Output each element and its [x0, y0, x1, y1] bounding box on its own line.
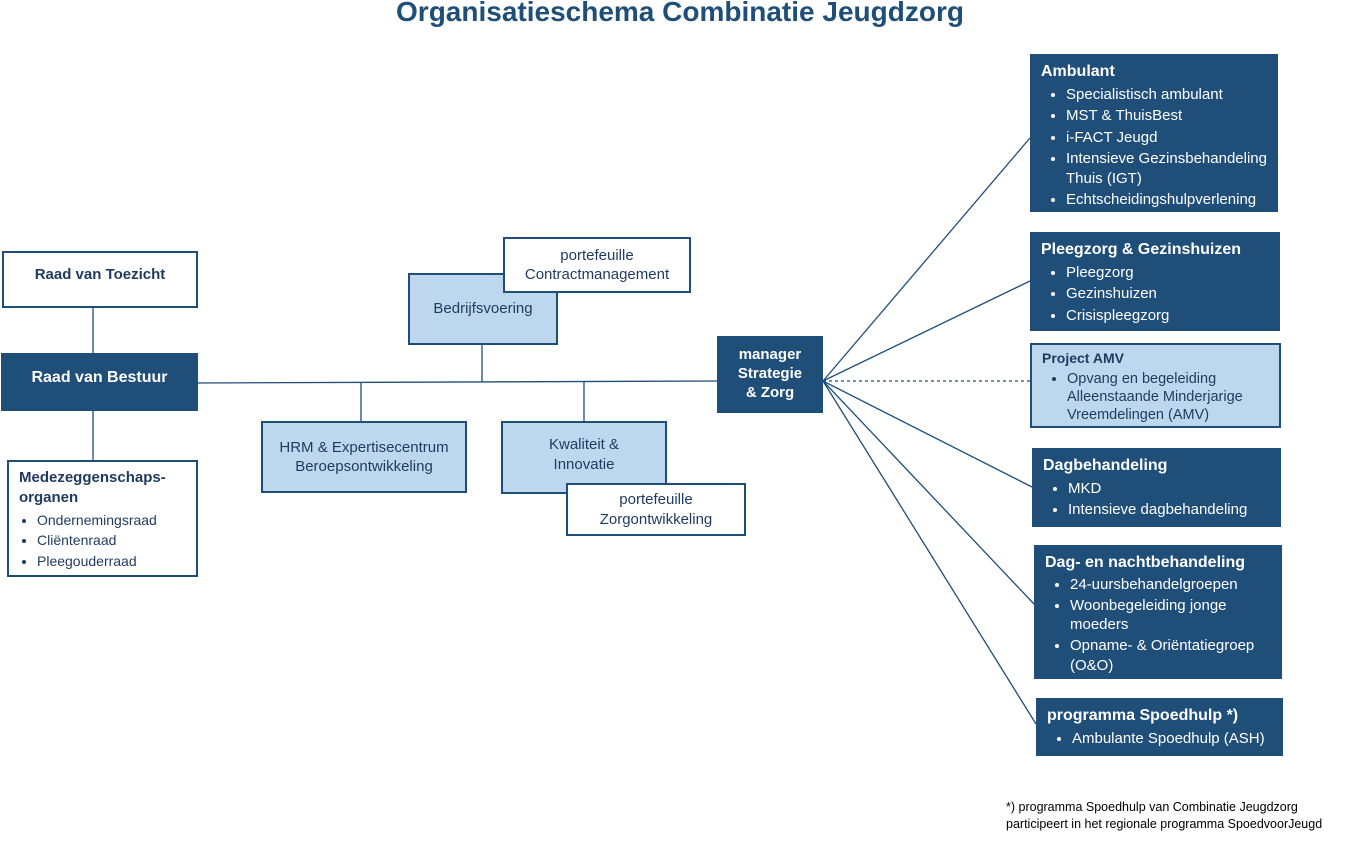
unit-project-amv: Project AMV Opvang en begeleiding Alleen…	[1030, 343, 1281, 428]
list-item: Echtscheidingshulpverlening	[1066, 190, 1267, 210]
manager-strategie-zorg-label: manager Strategie & Zorg	[737, 346, 803, 401]
contractmanagement-box: portefeuille Contractmanagement	[503, 237, 691, 293]
unit-spoedhulp-heading: programma Spoedhulp *)	[1047, 707, 1239, 724]
kwaliteit-innovatie-label: Kwaliteit & Innovatie	[548, 436, 620, 473]
list-item: Intensieve dagbehandeling	[1068, 500, 1270, 520]
unit-pleegzorg-list: Pleegzorg Gezinshuizen Crisispleegzorg	[1041, 263, 1269, 326]
zorgontwikkeling-box: portefeuille Zorgontwikkeling	[566, 483, 746, 536]
connector-pleegzorg	[822, 280, 1031, 382]
unit-dagnacht-heading: Dag- en nachtbehandeling	[1045, 554, 1246, 571]
unit-pleegzorg-heading: Pleegzorg & Gezinshuizen	[1041, 241, 1242, 258]
medezeggenschap-list: Ondernemingsraad Cliëntenraad Pleegouder…	[19, 510, 186, 571]
contractmanagement-label: portefeuille Contractmanagement	[524, 246, 670, 284]
footnote-line-1: *) programma Spoedhulp van Combinatie Je…	[1006, 800, 1298, 814]
list-item: Pleegzorg	[1066, 263, 1269, 283]
connector-spoedhulp	[822, 380, 1037, 725]
list-item: Ambulante Spoedhulp (ASH)	[1072, 729, 1272, 749]
unit-pleegzorg-gezinshuizen: Pleegzorg & Gezinshuizen Pleegzorg Gezin…	[1030, 232, 1280, 331]
footnote: *) programma Spoedhulp van Combinatie Je…	[1006, 799, 1322, 833]
list-item: Specialistisch ambulant	[1066, 85, 1267, 105]
connector-dagnacht	[822, 380, 1035, 605]
unit-amv-heading: Project AMV	[1042, 350, 1124, 366]
unit-ambulant-list: Specialistisch ambulant MST & ThuisBest …	[1041, 85, 1267, 210]
bedrijfsvoering-label: Bedrijfsvoering	[433, 300, 533, 318]
connector-main-horizontal	[196, 380, 718, 384]
medezeggenschap-box: Medezeggenschaps- organen Ondernemingsra…	[7, 460, 198, 577]
list-item: Opname- & Oriëntatiegroep (O&O)	[1070, 636, 1271, 674]
list-item: Gezinshuizen	[1066, 284, 1269, 304]
list-item: MKD	[1068, 479, 1270, 499]
unit-programma-spoedhulp: programma Spoedhulp *) Ambulante Spoedhu…	[1036, 698, 1283, 756]
manager-strategie-zorg-box: manager Strategie & Zorg	[717, 336, 823, 413]
list-item: Opvang en begeleiding Alleenstaande Mind…	[1067, 370, 1269, 424]
raad-van-bestuur-box: Raad van Bestuur	[1, 353, 198, 411]
unit-ambulant-heading: Ambulant	[1041, 63, 1115, 80]
page-title: Organisatieschema Combinatie Jeugdzorg	[396, 0, 964, 27]
hrm-expertisecentrum-box: HRM & Expertisecentrum Beroepsontwikkeli…	[261, 421, 467, 493]
connector-dagbehandeling	[822, 380, 1033, 488]
footnote-line-2: participeert in het regionale programma …	[1006, 816, 1323, 831]
unit-dagnacht-list: 24-uursbehandelgroepen Woonbegeleiding j…	[1045, 575, 1271, 674]
list-item: Intensieve Gezinsbehandeling Thuis (IGT)	[1066, 149, 1267, 188]
list-item: Woonbegeleiding jonge moeders	[1070, 596, 1271, 634]
unit-dagbehandeling: Dagbehandeling MKD Intensieve dagbehande…	[1032, 448, 1281, 527]
unit-dagbehandeling-list: MKD Intensieve dagbehandeling	[1043, 479, 1270, 520]
connector-ambulant	[822, 137, 1031, 382]
zorgontwikkeling-label: portefeuille Zorgontwikkeling	[599, 491, 713, 528]
medezeggenschap-heading: Medezeggenschaps- organen	[19, 469, 166, 506]
unit-dagbehandeling-heading: Dagbehandeling	[1043, 457, 1168, 474]
list-item: MST & ThuisBest	[1066, 106, 1267, 126]
raad-van-toezicht-box: Raad van Toezicht	[2, 251, 198, 308]
list-item: Crisispleegzorg	[1066, 306, 1269, 326]
list-item: i-FACT Jeugd	[1066, 128, 1267, 148]
list-item: Pleegouderraad	[37, 551, 186, 571]
list-item: 24-uursbehandelgroepen	[1070, 575, 1271, 594]
raad-van-bestuur-label: Raad van Bestuur	[31, 368, 168, 386]
raad-van-toezicht-label: Raad van Toezicht	[34, 265, 166, 283]
list-item: Cliëntenraad	[37, 530, 186, 550]
hrm-expertisecentrum-label: HRM & Expertisecentrum Beroepsontwikkeli…	[279, 438, 449, 476]
list-item: Ondernemingsraad	[37, 510, 186, 530]
unit-dag-en-nachtbehandeling: Dag- en nachtbehandeling 24-uursbehandel…	[1034, 545, 1282, 679]
unit-spoedhulp-list: Ambulante Spoedhulp (ASH)	[1047, 729, 1272, 749]
unit-ambulant: Ambulant Specialistisch ambulant MST & T…	[1030, 54, 1278, 212]
unit-amv-list: Opvang en begeleiding Alleenstaande Mind…	[1042, 370, 1269, 424]
